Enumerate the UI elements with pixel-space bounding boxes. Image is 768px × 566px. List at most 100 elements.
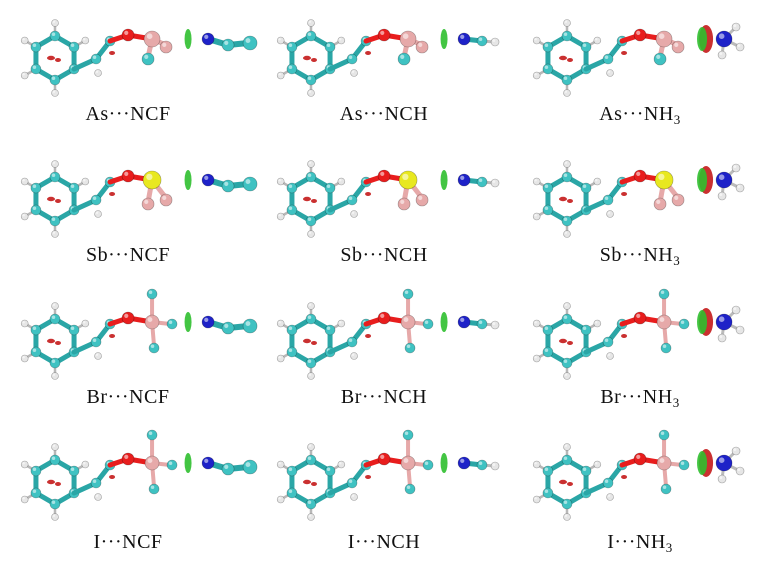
hydrogen-atom xyxy=(532,460,541,469)
carbon-atom-highlight xyxy=(32,326,37,330)
oxygen-atom xyxy=(633,28,647,42)
carbon-atom-highlight xyxy=(168,461,173,465)
nci-ring-red xyxy=(559,479,567,485)
antimony-atom xyxy=(654,170,674,190)
hydrogen-atom-highlight xyxy=(308,231,312,234)
carbon-atom xyxy=(542,487,554,499)
carbon-atom xyxy=(346,194,358,206)
carbon-atom-highlight xyxy=(563,456,568,460)
nci-ring-red xyxy=(567,482,573,486)
nci-ring-red xyxy=(567,199,573,203)
carbon-atom-highlight xyxy=(478,320,483,324)
carbon-atom xyxy=(580,41,592,53)
hydrogen-atom xyxy=(337,36,346,45)
hydrogen-atom-highlight xyxy=(564,444,568,447)
hydrogen-atom-highlight xyxy=(564,90,568,93)
hydrogen-atom-highlight xyxy=(339,462,342,465)
hydrogen-atom xyxy=(735,325,745,335)
hydrogen-atom xyxy=(307,372,315,380)
carbon-atom xyxy=(404,342,416,354)
hydrogen-atom xyxy=(51,230,59,238)
hydrogen-atom-highlight xyxy=(339,321,342,324)
substituent-atom-highlight xyxy=(144,199,149,204)
carbon-atom xyxy=(286,63,298,75)
nci-ring-red xyxy=(47,196,55,202)
hydrogen-atom xyxy=(276,460,285,469)
carbon-atom-highlight xyxy=(582,43,587,47)
carbon-atom-highlight xyxy=(348,338,353,342)
hydrogen-atom xyxy=(307,513,315,521)
oxygen-atom xyxy=(377,169,391,183)
hydrogen-atom-highlight xyxy=(308,303,312,306)
carbon-atom-highlight xyxy=(478,37,483,41)
bromine-atom-highlight xyxy=(659,317,665,322)
carbon-atom xyxy=(476,35,488,47)
hydrogen-atom-highlight xyxy=(339,179,342,182)
carbon-atom xyxy=(286,324,298,336)
hydrogen-atom xyxy=(51,513,59,521)
carbon-atom xyxy=(305,498,317,510)
hydrogen-atom xyxy=(490,37,500,47)
carbon-atom-highlight xyxy=(307,315,312,319)
carbon-atom xyxy=(476,459,488,471)
nci-surface-green xyxy=(440,312,448,332)
hydrogen-atom xyxy=(94,69,102,77)
carbon-atom xyxy=(146,288,158,300)
carbon-atom xyxy=(402,288,414,300)
nci-surface-green xyxy=(440,453,448,473)
carbon-atom-highlight xyxy=(563,76,568,80)
panel-caption: Sb···NH3 xyxy=(512,244,768,269)
carbon-atom-highlight xyxy=(660,431,665,435)
hydrogen-atom xyxy=(94,493,102,501)
nci-ring-red xyxy=(567,341,573,345)
hydrogen-atom-highlight xyxy=(22,321,25,324)
nci-ring-red xyxy=(559,196,567,202)
nitrogen-atom-highlight xyxy=(460,175,465,180)
nci-red xyxy=(365,192,372,196)
hydrogen-atom xyxy=(532,71,541,80)
carbon-atom-highlight xyxy=(224,40,229,46)
nci-red xyxy=(621,334,628,338)
carbon-atom xyxy=(660,483,672,495)
substituent-atom-highlight xyxy=(656,199,661,204)
caption-molecule: NH xyxy=(635,531,666,553)
carbon-atom-highlight xyxy=(51,315,56,319)
substituent-atom-highlight xyxy=(418,195,423,200)
nci-ring-red xyxy=(311,482,317,486)
substituent-atom-highlight xyxy=(162,42,167,48)
hydrogen-atom-highlight xyxy=(564,161,568,164)
carbon-atom xyxy=(30,182,42,194)
carbon-atom xyxy=(90,336,102,348)
antimony-atom xyxy=(142,170,162,190)
hydrogen-atom-highlight xyxy=(737,44,741,47)
hydrogen-atom-highlight xyxy=(534,321,537,324)
nitrogen-atom-highlight xyxy=(460,317,465,322)
nci-red xyxy=(109,475,116,479)
caption-symbol: Br xyxy=(340,386,362,408)
caption-molecule: NH xyxy=(642,386,673,408)
caption-molecule: NCH xyxy=(384,103,429,125)
hydrogen-atom-highlight xyxy=(22,214,25,217)
hydrogen-atom-highlight xyxy=(492,180,496,183)
hydrogen-atom-highlight xyxy=(564,20,568,23)
nci-ring-red xyxy=(47,338,55,344)
substituent-atom-highlight xyxy=(400,199,405,204)
carbon-atom xyxy=(141,52,155,66)
caption-subscript: 3 xyxy=(673,112,681,127)
carbon-atom xyxy=(561,454,573,466)
nci-ring-red xyxy=(311,58,317,62)
carbon-atom xyxy=(602,53,614,65)
panel-caption: Br···NCH xyxy=(256,386,512,409)
carbon-atom xyxy=(221,38,235,52)
hydrogen-atom-highlight xyxy=(278,497,281,500)
nci-red xyxy=(365,475,372,479)
hydrogen-atom-highlight xyxy=(95,353,99,356)
caption-symbol: Sb xyxy=(599,244,622,266)
caption-molecule: NCF xyxy=(130,103,171,125)
hydrogen-atom xyxy=(20,495,29,504)
carbon-atom-highlight xyxy=(582,184,587,188)
carbon-atom xyxy=(305,357,317,369)
hydrogen-atom xyxy=(94,352,102,360)
carbon-atom xyxy=(542,182,554,194)
oxygen-atom xyxy=(377,28,391,42)
